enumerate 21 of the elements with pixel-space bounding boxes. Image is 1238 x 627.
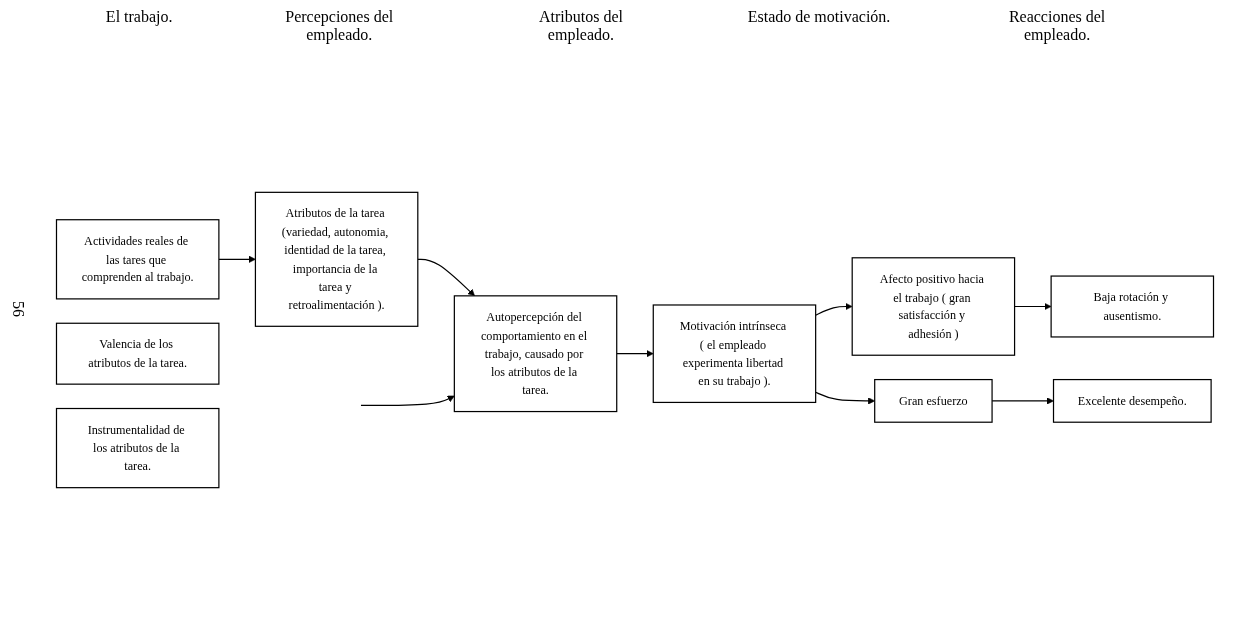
node-box: Valencia de los atributos de la tarea. <box>55 322 220 385</box>
page-number: 56 <box>9 301 27 317</box>
node-box: Excelente desempeño. <box>1052 378 1212 423</box>
arrow <box>616 350 654 358</box>
node-box: Baja rotación y ausentismo. <box>1050 275 1215 338</box>
arrow <box>417 258 475 297</box>
column-heading: Percepciones del empleado. <box>284 8 395 44</box>
column-heading: Atributos del empleado. <box>537 8 624 44</box>
column-heading: Reacciones del empleado. <box>1007 8 1107 44</box>
column-heading: El trabajo. <box>105 8 173 28</box>
arrow <box>218 255 256 263</box>
node-box: Actividades reales de las tares que comprenden al trabajo. <box>55 219 220 300</box>
arrow <box>815 302 853 316</box>
node-box: Instrumentalidad de los atributos de la tarea. <box>55 407 220 489</box>
node-box: Motivación intrínseca ( el empleado experimenta libertad en su trabajo ). <box>652 304 817 404</box>
node-box: Afecto positivo hacia el trabajo ( gran satisfacción y adhesión ) <box>851 257 1016 356</box>
node-box: Autopercepción del comportamiento en el trabajo, causado por los atributos de la tarea. <box>453 295 618 413</box>
node-box: Atributos de la tarea (variedad, autonomia, identidad de la tarea, importancia de la tarea y retroalimentación ). <box>254 191 419 327</box>
arrow <box>360 395 455 407</box>
node-box: Gran esfuerzo <box>874 378 993 423</box>
column-heading: Estado de motivación. <box>747 8 891 27</box>
